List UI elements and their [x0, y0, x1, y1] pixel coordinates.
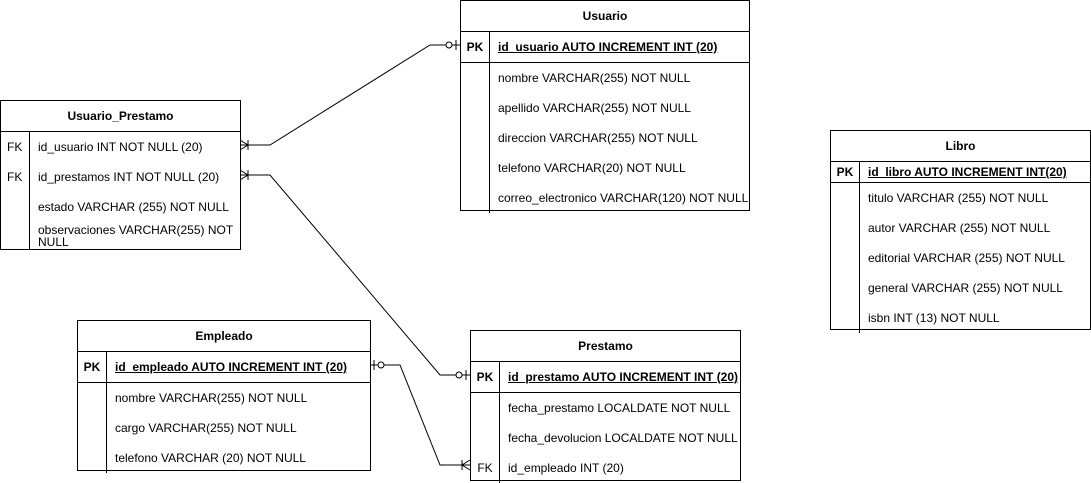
- entity-title: Usuario_Prestamo: [1, 101, 240, 132]
- zero-or-one-circle-icon: [455, 371, 463, 379]
- field-row[interactable]: cargo VARCHAR(255) NOT NULL: [78, 413, 370, 443]
- field-row[interactable]: FK id_usuario INT NOT NULL (20): [1, 132, 240, 162]
- zero-or-one-circle-icon: [377, 361, 385, 369]
- crows-foot-many-icon: [461, 459, 471, 471]
- key-cell: [831, 303, 860, 333]
- entity-libro[interactable]: Libro PK id_libro AUTO INCREMENT INT(20)…: [830, 130, 1091, 333]
- field-autor: autor VARCHAR (255) NOT NULL: [868, 221, 1051, 235]
- entity-title: Libro: [831, 131, 1090, 162]
- entity-empleado[interactable]: Empleado PK id_empleado AUTO INCREMENT I…: [77, 320, 371, 473]
- field-id-libro: id_libro AUTO INCREMENT INT(20): [868, 165, 1067, 179]
- zero-or-one-circle-icon: [445, 41, 453, 49]
- key-cell: [78, 413, 107, 443]
- field-row[interactable]: fecha_devolucion LOCALDATE NOT NULL: [471, 423, 740, 453]
- pk-label: PK: [471, 362, 500, 392]
- field-observaciones: observaciones VARCHAR(255) NOT NULL: [38, 223, 233, 249]
- field-row[interactable]: observaciones VARCHAR(255) NOT NULL: [1, 222, 240, 250]
- field-isbn: isbn INT (13) NOT NULL: [868, 311, 1000, 325]
- primary-key-row[interactable]: PK id_empleado AUTO INCREMENT INT (20): [78, 352, 370, 383]
- field-id-usuario: id_usuario AUTO INCREMENT INT (20): [498, 40, 718, 54]
- field-id-prestamo: id_prestamo AUTO INCREMENT INT (20): [508, 370, 739, 384]
- field-row[interactable]: fecha_prestamo LOCALDATE NOT NULL: [471, 393, 740, 423]
- fk-label: FK: [1, 132, 30, 162]
- pk-label: PK: [831, 162, 860, 182]
- key-cell: [1, 192, 30, 222]
- field-row[interactable]: telefono VARCHAR (20) NOT NULL: [78, 443, 370, 473]
- field-row[interactable]: direccion VARCHAR(255) NOT NULL: [461, 123, 749, 153]
- key-cell: [831, 273, 860, 303]
- key-cell: [831, 183, 860, 213]
- field-id-usuario: id_usuario INT NOT NULL (20): [38, 140, 203, 154]
- field-row[interactable]: apellido VARCHAR(255) NOT NULL: [461, 93, 749, 123]
- field-correo-electronico: correo_electronico VARCHAR(120) NOT NULL: [498, 191, 749, 205]
- key-cell: [461, 123, 490, 153]
- primary-key-row[interactable]: PK id_prestamo AUTO INCREMENT INT (20): [471, 362, 740, 393]
- field-row[interactable]: telefono VARCHAR(20) NOT NULL: [461, 153, 749, 183]
- entity-usuario[interactable]: Usuario PK id_usuario AUTO INCREMENT INT…: [460, 0, 750, 213]
- key-cell: [78, 383, 107, 413]
- field-direccion: direccion VARCHAR(255) NOT NULL: [498, 131, 698, 145]
- relationship-usuario-prestamo-prestamo: [240, 174, 470, 376]
- crows-foot-many-icon: [239, 169, 249, 181]
- field-apellido: apellido VARCHAR(255) NOT NULL: [498, 101, 691, 115]
- field-row[interactable]: autor VARCHAR (255) NOT NULL: [831, 213, 1090, 243]
- field-fecha-prestamo: fecha_prestamo LOCALDATE NOT NULL: [508, 401, 731, 415]
- fk-label: FK: [1, 162, 30, 192]
- key-cell: [471, 393, 500, 423]
- key-cell: [471, 423, 500, 453]
- key-cell: [461, 153, 490, 183]
- field-id-empleado: id_empleado INT (20): [508, 461, 624, 475]
- field-row[interactable]: general VARCHAR (255) NOT NULL: [831, 273, 1090, 303]
- field-row[interactable]: titulo VARCHAR (255) NOT NULL: [831, 183, 1090, 213]
- key-cell: [461, 63, 490, 93]
- field-row[interactable]: nombre VARCHAR(255) NOT NULL: [461, 63, 749, 93]
- field-general: general VARCHAR (255) NOT NULL: [868, 281, 1063, 295]
- key-cell: [831, 213, 860, 243]
- field-id-prestamos: id_prestamos INT NOT NULL (20): [38, 170, 220, 184]
- relationship-usuario-prestamo-usuario: [240, 44, 460, 146]
- relationship-empleado-prestamo: [370, 364, 470, 466]
- crows-foot-many-icon: [239, 139, 249, 151]
- field-row[interactable]: editorial VARCHAR (255) NOT NULL: [831, 243, 1090, 273]
- field-row[interactable]: isbn INT (13) NOT NULL: [831, 303, 1090, 333]
- key-cell: [461, 183, 490, 213]
- primary-key-row[interactable]: PK id_usuario AUTO INCREMENT INT (20): [461, 32, 749, 63]
- entity-prestamo[interactable]: Prestamo PK id_prestamo AUTO INCREMENT I…: [470, 330, 741, 483]
- pk-label: PK: [461, 32, 490, 62]
- field-titulo: titulo VARCHAR (255) NOT NULL: [868, 191, 1049, 205]
- entity-usuario-prestamo[interactable]: Usuario_Prestamo FK id_usuario INT NOT NU…: [0, 100, 241, 250]
- key-cell: [831, 243, 860, 273]
- field-row[interactable]: FK id_prestamos INT NOT NULL (20): [1, 162, 240, 192]
- field-telefono: telefono VARCHAR (20) NOT NULL: [115, 451, 306, 465]
- key-cell: [461, 93, 490, 123]
- field-row[interactable]: correo_electronico VARCHAR(120) NOT NULL: [461, 183, 749, 213]
- field-fecha-devolucion: fecha_devolucion LOCALDATE NOT NULL: [508, 431, 738, 445]
- key-cell: [1, 222, 30, 250]
- field-nombre: nombre VARCHAR(255) NOT NULL: [498, 71, 691, 85]
- field-row[interactable]: FK id_empleado INT (20): [471, 453, 740, 483]
- field-row[interactable]: nombre VARCHAR(255) NOT NULL: [78, 383, 370, 413]
- field-id-empleado: id_empleado AUTO INCREMENT INT (20): [115, 360, 348, 374]
- entity-title: Prestamo: [471, 331, 740, 362]
- field-estado: estado VARCHAR (255) NOT NULL: [38, 200, 229, 214]
- field-telefono: telefono VARCHAR(20) NOT NULL: [498, 161, 686, 175]
- field-row[interactable]: estado VARCHAR (255) NOT NULL: [1, 192, 240, 222]
- field-cargo: cargo VARCHAR(255) NOT NULL: [115, 421, 297, 435]
- fk-label: FK: [471, 453, 500, 483]
- pk-label: PK: [78, 352, 107, 382]
- entity-title: Empleado: [78, 321, 370, 352]
- field-editorial: editorial VARCHAR (255) NOT NULL: [868, 251, 1065, 265]
- entity-title: Usuario: [461, 1, 749, 32]
- field-nombre: nombre VARCHAR(255) NOT NULL: [115, 391, 308, 405]
- primary-key-row[interactable]: PK id_libro AUTO INCREMENT INT(20): [831, 162, 1090, 183]
- key-cell: [78, 443, 107, 473]
